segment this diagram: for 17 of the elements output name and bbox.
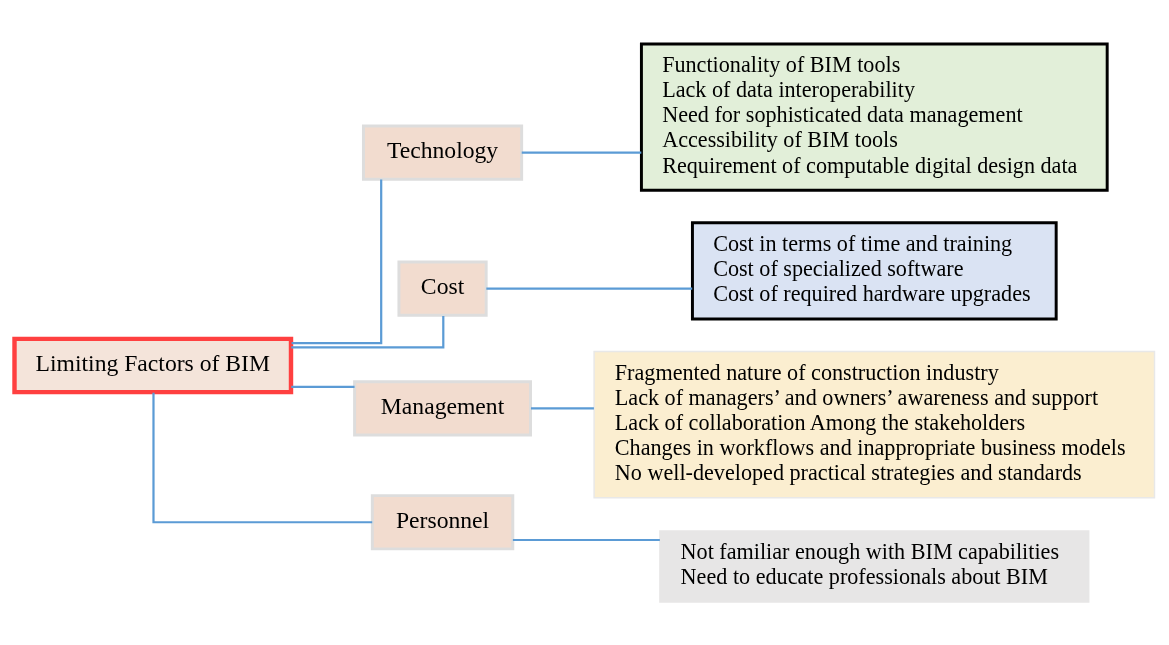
connector [291,385,355,388]
node-box: Technology [361,124,524,181]
connector [521,151,642,154]
connector [291,315,445,348]
connector [530,406,594,409]
node-box: Functionality of BIM tools Lack of data interoperability Need for sophisticated data management Accessibility of BIM tools Requirement of computable digital design data [639,41,1109,192]
node-box: Cost in terms of time and training Cost of specialized software Cost of required hardware upgrades [690,220,1058,320]
connector [486,287,693,290]
node-box: Personnel [370,493,515,550]
node-box: Not familiar enough with BIM capabilities Need to educate professionals about BIM [659,529,1090,603]
node-box: Cost [397,260,488,317]
connector [512,538,660,541]
connector [152,392,373,523]
connector [291,179,383,344]
node-box: Limiting Factors of BIM [12,336,294,394]
node-box: Management [353,379,532,436]
node-box: Fragmented nature of construction industry Lack of managers’ and owners’ awareness and support Lack of collaboration Among the stakeholders Changes in workflows and inappropriate business models No well-developed practical strategies and standards [593,350,1156,499]
